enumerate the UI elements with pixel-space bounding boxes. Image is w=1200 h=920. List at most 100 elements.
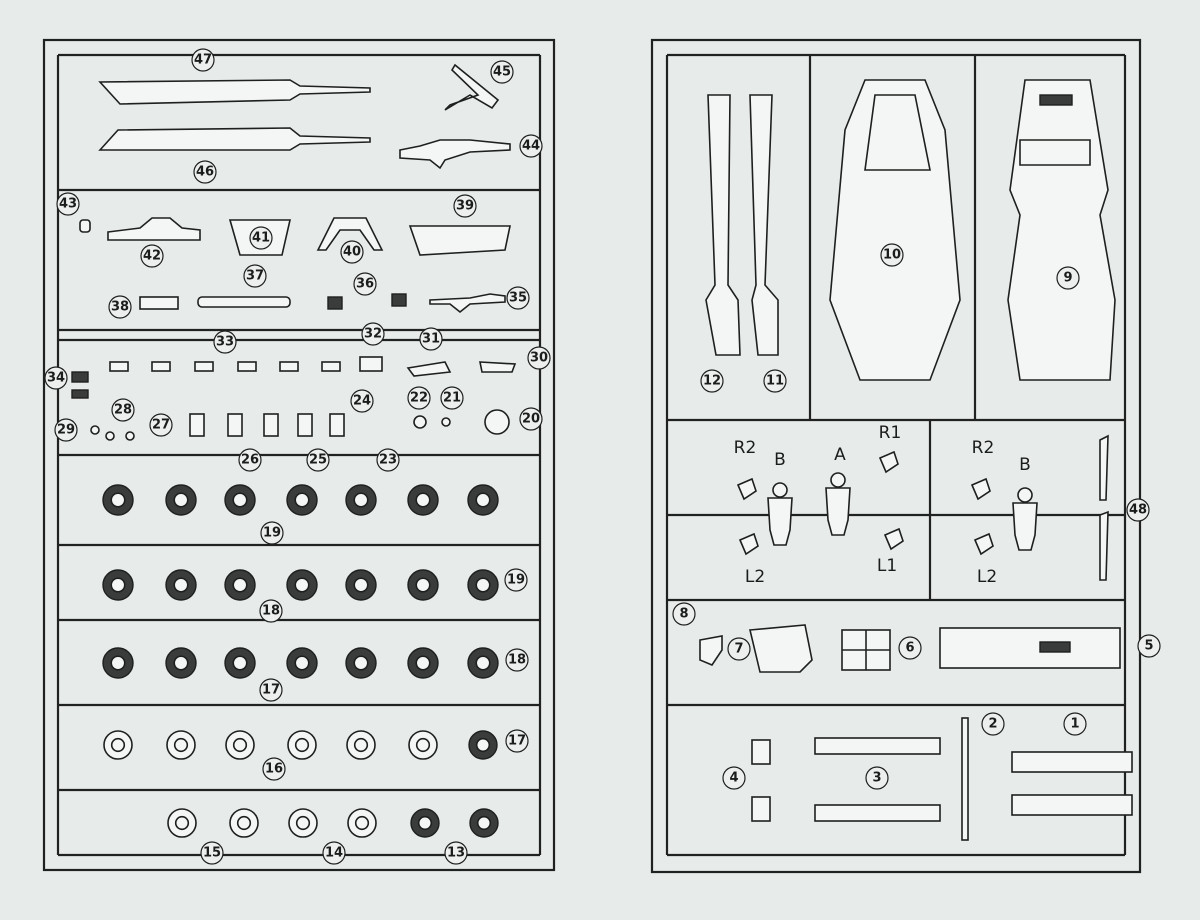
part-number: 18 xyxy=(262,604,280,619)
part-number-9: 9 xyxy=(1056,266,1080,290)
part-9-hatch xyxy=(1019,139,1091,166)
figure-label: R2 xyxy=(972,438,995,458)
arm-part xyxy=(738,532,759,556)
callout-circle xyxy=(1137,634,1161,658)
part-number: 38 xyxy=(111,300,129,315)
part-48b xyxy=(1099,510,1109,581)
callout-circle xyxy=(727,637,751,661)
small-parts-row xyxy=(71,361,341,399)
callout-circle xyxy=(260,521,284,545)
part-12 xyxy=(705,94,741,356)
part-number: 4 xyxy=(729,771,738,786)
callout-circle xyxy=(898,636,922,660)
part-number-48: 48 xyxy=(1126,498,1150,522)
part-26 xyxy=(329,413,345,437)
part-number-16: 16 xyxy=(262,757,286,781)
part-number: 19 xyxy=(507,573,525,588)
road-wheel-17 xyxy=(102,647,134,679)
part-28 xyxy=(90,425,100,435)
part-10-detail xyxy=(864,94,931,171)
part-number: 39 xyxy=(456,199,474,214)
sprocket-wheel xyxy=(229,808,259,838)
part-number: 11 xyxy=(766,374,784,389)
part-34b xyxy=(71,389,89,399)
part-43 xyxy=(79,219,91,233)
part-5-detail xyxy=(1039,641,1071,653)
road-wheel-16 xyxy=(346,730,376,760)
part-number-31: 31 xyxy=(419,327,443,351)
part-number-19: 19 xyxy=(504,568,528,592)
part-number-17: 17 xyxy=(505,729,529,753)
road-wheel-17 xyxy=(407,647,439,679)
figure-label: B xyxy=(774,450,786,470)
part-number: 37 xyxy=(246,269,264,284)
road-wheel-19 xyxy=(407,484,439,516)
part-number-46: 46 xyxy=(193,160,217,184)
tiny-parts-row xyxy=(90,409,510,441)
part-number: 31 xyxy=(422,332,440,347)
part-number-18: 18 xyxy=(259,599,283,623)
road-wheel-18 xyxy=(165,569,197,601)
part-number-10: 10 xyxy=(880,243,904,267)
part-number-2: 2 xyxy=(981,712,1005,736)
part-number: 5 xyxy=(1144,639,1153,654)
road-wheel-19 xyxy=(165,484,197,516)
part-number: 41 xyxy=(252,231,270,246)
callout-circle xyxy=(54,418,78,442)
figure-label: A xyxy=(834,445,846,465)
road-wheel-16 xyxy=(166,730,196,760)
callout-circle xyxy=(506,286,530,310)
part-number: 2 xyxy=(988,717,997,732)
part-number-42: 42 xyxy=(140,244,164,268)
part-33 xyxy=(109,361,129,372)
part-28 xyxy=(125,431,135,441)
part-36b xyxy=(391,293,407,307)
callout-circle xyxy=(243,264,267,288)
part-number-17: 17 xyxy=(259,678,283,702)
part-number: 1 xyxy=(1070,717,1079,732)
part-number-21: 21 xyxy=(440,386,464,410)
part-number-7: 7 xyxy=(727,637,751,661)
part-number: 17 xyxy=(262,683,280,698)
callout-circle xyxy=(527,346,551,370)
sprocket-wheel xyxy=(410,808,440,838)
callout-circle xyxy=(1063,712,1087,736)
arm-part xyxy=(970,477,991,501)
part-number: 36 xyxy=(356,277,374,292)
part-number: 44 xyxy=(522,139,540,154)
part-26 xyxy=(189,413,205,437)
road-wheel-17 xyxy=(286,647,318,679)
part-3b xyxy=(814,804,941,822)
part-8 xyxy=(699,635,723,666)
callout-circle xyxy=(191,48,215,72)
callout-circle xyxy=(505,729,529,753)
part-21 xyxy=(441,417,451,427)
road-wheel-19 xyxy=(224,484,256,516)
part-34 xyxy=(71,371,89,383)
part-number-43: 43 xyxy=(56,192,80,216)
part-9-grille xyxy=(1039,94,1073,106)
part-20 xyxy=(484,409,510,435)
callout-circle xyxy=(259,599,283,623)
left-sprue-frame xyxy=(42,38,556,872)
part-number-45: 45 xyxy=(490,60,514,84)
part-37 xyxy=(197,296,291,308)
road-wheel-19 xyxy=(102,484,134,516)
part-number: 6 xyxy=(905,641,914,656)
part-number: 15 xyxy=(203,846,221,861)
part-33 xyxy=(151,361,171,372)
figure-label: L2 xyxy=(977,567,997,587)
part-26 xyxy=(297,413,313,437)
part-number: 22 xyxy=(410,391,428,406)
part-number-32: 32 xyxy=(361,322,385,346)
callout-circle xyxy=(262,757,286,781)
part-number-41: 41 xyxy=(249,226,273,250)
callout-circle xyxy=(340,240,364,264)
callout-circle xyxy=(322,841,346,865)
road-wheel-18 xyxy=(102,569,134,601)
part-number: 24 xyxy=(353,394,371,409)
callout-circle xyxy=(505,648,529,672)
